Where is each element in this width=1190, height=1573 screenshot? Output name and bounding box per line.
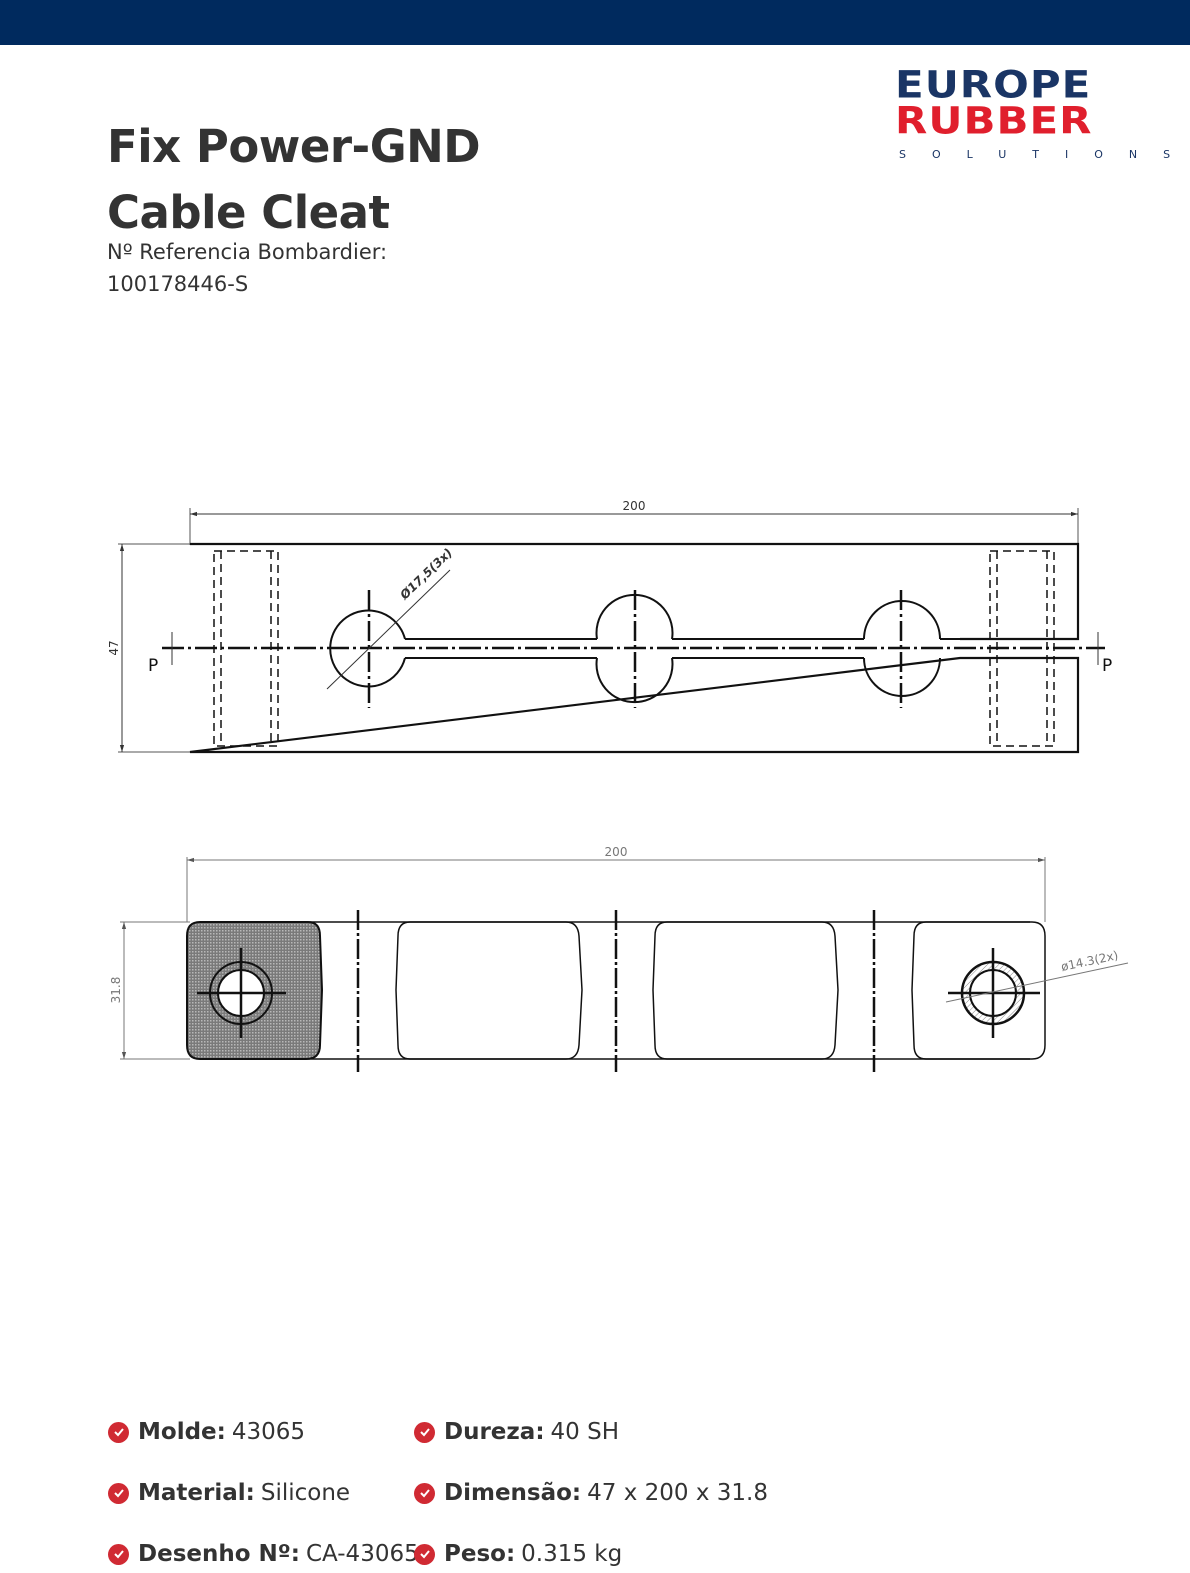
spec-key: Dureza: <box>444 1419 545 1445</box>
top-width-dimension: 200 <box>623 499 646 513</box>
spec-item-dimensao: Dimensão: 47 x 200 x 31.8 <box>414 1480 768 1506</box>
check-circle-icon <box>108 1482 129 1504</box>
spec-item-dureza: Dureza: 40 SH <box>414 1419 619 1445</box>
title-line-1: Fix Power-GND <box>107 120 481 173</box>
spec-key: Molde: <box>138 1419 226 1445</box>
section-marker-left: P <box>148 656 158 676</box>
europe-rubber-logo: EUROPE RUBBER SOLUTIONS <box>895 62 1190 161</box>
spec-key: Dimensão: <box>444 1480 582 1506</box>
logo-line-solutions: SOLUTIONS <box>899 148 1190 161</box>
spec-value: Silicone <box>260 1480 351 1506</box>
front-hole-dimension: ø14.3(2x) <box>1060 948 1120 974</box>
spec-item-peso: Peso: 0.315 kg <box>414 1541 622 1567</box>
check-circle-icon <box>108 1543 129 1565</box>
check-circle-icon <box>414 1482 435 1504</box>
technical-drawing-top-view: 200 47 Ø17,5(3x) P P <box>107 499 1112 754</box>
spec-value: 0.315 kg <box>521 1541 623 1567</box>
check-circle-icon <box>108 1421 129 1443</box>
front-width-dimension: 200 <box>605 845 628 859</box>
logo-line-rubber: RUBBER <box>895 98 1093 143</box>
header-bar <box>0 0 1190 45</box>
check-circle-icon <box>414 1421 435 1443</box>
spec-key: Peso: <box>444 1541 516 1567</box>
reference-value: 100178446-S <box>107 272 249 296</box>
front-height-dimension: 31.8 <box>109 977 123 1004</box>
page-title: Fix Power-GND Cable Cleat <box>107 114 481 246</box>
spec-item-desenho: Desenho Nº: CA-43065 <box>108 1541 419 1567</box>
technical-drawing-front-view: 200 31.8 ø14.3(2x) <box>109 845 1129 1072</box>
spec-value: CA-43065 <box>305 1541 419 1567</box>
spec-key: Desenho Nº: <box>138 1541 300 1567</box>
spec-value: 43065 <box>231 1419 306 1445</box>
spec-key: Material: <box>138 1480 255 1506</box>
logo-line-europe: EUROPE <box>895 62 1092 107</box>
spec-item-material: Material: Silicone <box>108 1480 350 1506</box>
spec-item-molde: Molde: 43065 <box>108 1419 305 1445</box>
spec-value: 40 SH <box>550 1419 619 1445</box>
title-line-2: Cable Cleat <box>107 186 390 239</box>
section-marker-right: P <box>1102 656 1112 676</box>
spec-value: 47 x 200 x 31.8 <box>587 1480 768 1506</box>
reference-label: Nº Referencia Bombardier: <box>107 240 388 264</box>
check-circle-icon <box>414 1543 435 1565</box>
top-height-dimension: 47 <box>107 640 121 655</box>
